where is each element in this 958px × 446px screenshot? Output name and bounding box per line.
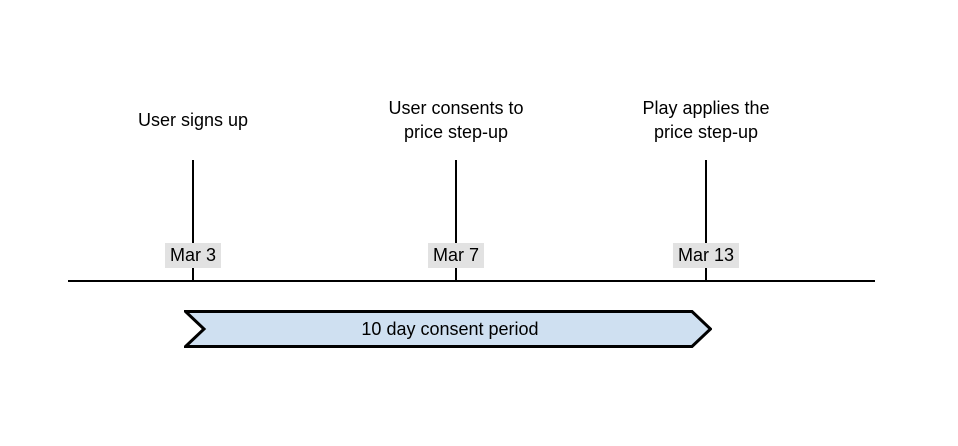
event-label-line: User signs up [137,110,249,130]
milestone-event-label-consent: User consents to price step-up [388,96,523,144]
milestone-event-label-signup: User signs up [138,108,248,132]
timeline-axis [68,280,875,282]
milestone-event-label-apply: Play applies the price step-up [642,96,769,144]
milestone-tick-apply [705,160,707,281]
consent-period-arrow-shape [184,310,712,348]
milestone-tick-signup [192,160,194,281]
milestone-date-chip-signup: Mar 3 [164,243,222,268]
event-label-line: User consents to [388,98,524,118]
event-label-line: Play applies the [642,98,770,118]
event-label-line: price step-up [653,122,759,142]
event-label-line: price step-up [403,122,509,142]
milestone-date-chip-consent: Mar 7 [427,243,485,268]
milestone-date-chip-apply: Mar 13 [672,243,740,268]
milestone-tick-consent [455,160,457,281]
consent-period-banner: 10 day consent period [184,310,712,348]
